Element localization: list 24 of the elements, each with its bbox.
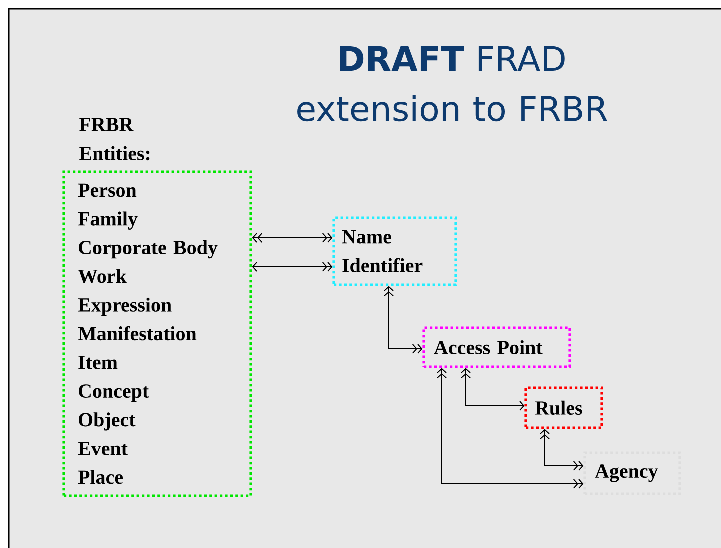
node-label: Work bbox=[78, 269, 127, 284]
node-label: Object bbox=[78, 412, 136, 431]
entity-box: Rules bbox=[524, 386, 604, 430]
node-label: Corporate Body bbox=[78, 240, 218, 259]
title: DRAFT FRAD extension to FRBR bbox=[298, 46, 608, 122]
arrow bbox=[252, 233, 333, 243]
arrow bbox=[540, 429, 584, 471]
arrow bbox=[252, 262, 333, 272]
arrow bbox=[384, 286, 423, 354]
node-label: Item bbox=[78, 356, 118, 370]
arrow bbox=[437, 368, 584, 489]
entity-box: Name Identifier bbox=[332, 216, 458, 286]
entity-box: Access Point bbox=[422, 326, 572, 368]
node-label: Concept bbox=[78, 384, 150, 402]
node-label: Event bbox=[78, 442, 128, 456]
entity-box: Person Family Corporate Body Work Expression Manifestation Item Concept Object Event Place bbox=[62, 170, 252, 498]
list-heading: FRBR Entities: bbox=[80, 118, 150, 161]
node-label: Manifestation bbox=[78, 326, 197, 341]
node-label: Place bbox=[78, 470, 124, 484]
node-label: Person bbox=[78, 184, 137, 198]
node-label: Expression bbox=[78, 298, 172, 316]
entity-box: Agency bbox=[584, 452, 682, 496]
arrow bbox=[461, 368, 525, 411]
node-label: Family bbox=[78, 212, 138, 230]
